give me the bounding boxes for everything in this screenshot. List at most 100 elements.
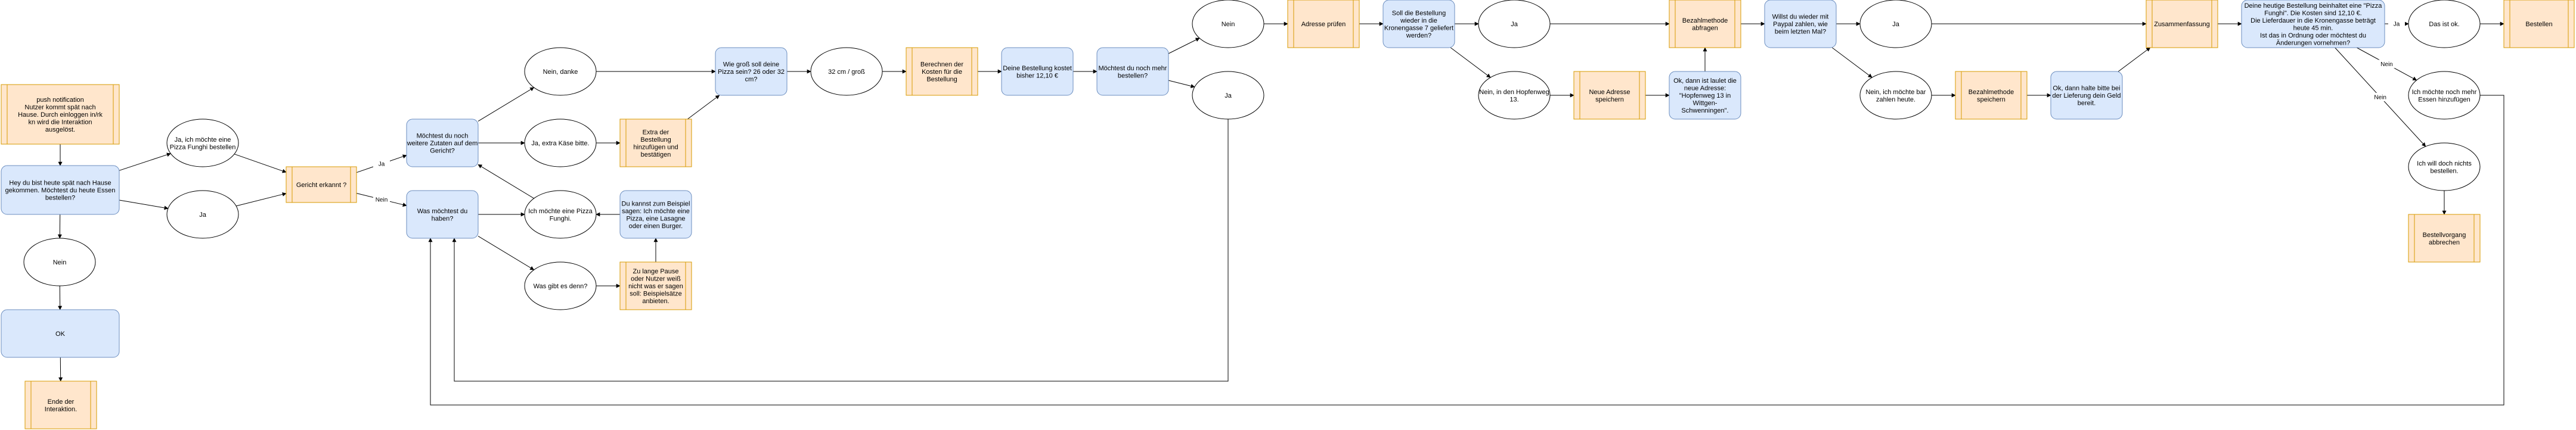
edge-noch_mehr-to-was_haben xyxy=(428,95,2504,406)
edge-greet-to-ja_pizza xyxy=(119,152,171,171)
node-adresse_pruefen: Adresse prüfen xyxy=(1287,0,1360,48)
node-label: Nein xyxy=(53,259,67,266)
node-label: Ja xyxy=(199,211,207,219)
ellipse-shape xyxy=(2408,0,2481,48)
subprocess-shape xyxy=(1287,0,1360,48)
edge-label: Nein xyxy=(2380,61,2393,68)
node-nein_danke: Nein, danke xyxy=(524,47,597,96)
node-label: 32 cm / groß xyxy=(828,68,865,76)
edge-label-background xyxy=(2372,92,2389,101)
node-label: Ja xyxy=(1892,21,1900,28)
ellipse-shape xyxy=(166,119,239,167)
node-label: Nein xyxy=(1222,21,1235,28)
node-zusammenfassung: Zusammenfassung xyxy=(2146,0,2218,48)
ellipse-shape xyxy=(524,190,597,239)
subprocess-shape xyxy=(906,47,978,96)
process-shape xyxy=(1382,0,1455,48)
edge-ok_geld-to-zusammenfassung xyxy=(2118,47,2151,72)
node-label: Zusammenfassung xyxy=(2154,21,2210,28)
edge-label: Ja xyxy=(2394,21,2400,28)
node-nein2: Nein xyxy=(1192,0,1264,48)
node-label: OK xyxy=(55,331,66,338)
edge-ja2-to-was_haben xyxy=(452,119,1229,382)
edge-label: Ja xyxy=(379,161,385,168)
edge-label: Nein xyxy=(376,197,388,203)
node-label: Was gibt es denn? xyxy=(534,283,588,290)
node-label: Nein, danke xyxy=(543,68,578,76)
node-label: Ja xyxy=(1225,92,1232,99)
edge-label-background xyxy=(2378,60,2395,68)
subprocess-shape xyxy=(1,84,120,145)
node-ok: OK xyxy=(1,309,120,358)
ellipse-shape xyxy=(1192,0,1264,48)
edge-zutaten-to-nein_danke xyxy=(478,87,535,122)
process-shape xyxy=(2241,0,2385,48)
node-label: Ja xyxy=(1511,21,1518,28)
edge-extra-to-gross xyxy=(687,95,720,120)
process-shape xyxy=(1001,47,1074,96)
process-shape xyxy=(2050,71,2123,120)
node-label: Gericht erkannt ? xyxy=(296,182,346,189)
process-shape xyxy=(1096,47,1169,96)
edge-ich_pizza-to-zutaten xyxy=(478,164,534,199)
node-summary: Deine heutige Bestellung beinhaltet eine… xyxy=(2241,0,2385,48)
process-shape xyxy=(1669,71,1741,120)
node-label: Ja, extra Käse bitte. xyxy=(531,140,589,147)
subprocess-shape xyxy=(286,166,357,203)
process-shape xyxy=(1,165,120,215)
ellipse-shape xyxy=(166,190,239,239)
process-shape xyxy=(406,190,479,239)
ellipse-shape xyxy=(524,261,597,310)
edge-was_haben-to-was_gibt xyxy=(478,235,535,270)
subprocess-shape xyxy=(619,119,692,167)
node-nein1: Nein xyxy=(23,238,96,286)
ellipse-shape xyxy=(1478,0,1551,48)
process-shape xyxy=(406,119,479,167)
process-shape xyxy=(715,47,788,96)
ellipse-shape xyxy=(23,238,96,286)
edge-mehr1-to-ja2 xyxy=(1168,80,1195,88)
node-bestellen: Bestellen xyxy=(2503,0,2575,48)
edge-label: Nein xyxy=(2374,94,2386,101)
ellipse-shape xyxy=(1859,0,1932,48)
node-label: Deine heutige Bestellung beinhaltet eine… xyxy=(2245,2,2383,47)
ellipse-shape xyxy=(1478,71,1551,120)
subprocess-shape xyxy=(24,381,97,429)
subprocess-shape xyxy=(2408,214,2481,263)
subprocess-shape xyxy=(1669,0,1741,48)
ellipse-shape xyxy=(2408,142,2481,191)
node-ja4: Ja xyxy=(1859,0,1932,48)
